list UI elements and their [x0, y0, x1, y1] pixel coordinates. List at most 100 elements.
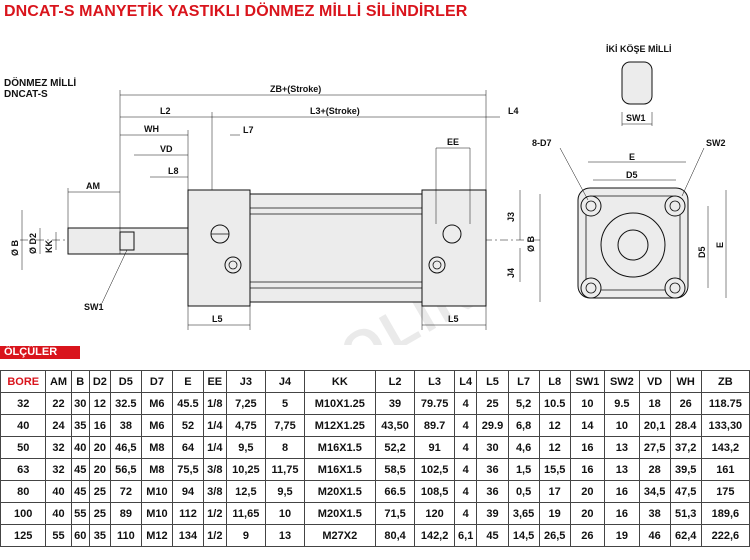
table-cell: 30 [70, 392, 90, 415]
table-cell: 45 [476, 524, 509, 547]
column-header: WH [669, 370, 702, 393]
table-cell: 12 [538, 414, 571, 437]
table-cell: 52 [171, 414, 205, 437]
table-cell: M10 [140, 502, 173, 525]
table-cell: 50 [0, 436, 47, 459]
table-cell: M10 [140, 480, 173, 503]
table-cell: 60 [70, 524, 90, 547]
table-cell: 28 [638, 458, 671, 481]
table-cell: 9.5 [604, 392, 640, 415]
table-cell: 25 [88, 480, 111, 503]
table-cell: 12 [88, 392, 111, 415]
rod-flats [119, 231, 135, 251]
table-cell: 52,2 [374, 436, 416, 459]
barrel-tube [249, 193, 423, 303]
column-header: SW1 [569, 370, 606, 393]
table-cell: 38 [109, 414, 142, 437]
dim-d7: 8-D7 [532, 138, 552, 148]
table-cell: 80,4 [374, 524, 416, 547]
table-cell: 27,5 [638, 436, 671, 459]
table-cell: 24 [45, 414, 72, 437]
table-cell: 45 [70, 458, 90, 481]
table-cell: 63 [0, 458, 47, 481]
table-cell: 4 [453, 502, 478, 525]
table-cell: 56,5 [109, 458, 142, 481]
subtitle-line-1: DÖNMEZ MİLLİ [4, 78, 77, 89]
table-cell: 125 [0, 524, 47, 547]
table-cell: 32 [45, 458, 72, 481]
table-cell: 120 [414, 502, 455, 525]
table-cell: 1/4 [203, 436, 227, 459]
table-cell: 1/4 [203, 414, 227, 437]
column-header: VD [638, 370, 671, 393]
table-cell: 26 [569, 524, 606, 547]
table-cell: 17 [538, 480, 571, 503]
table-cell: 64 [171, 436, 205, 459]
dim-b-right: Ø B [526, 235, 536, 252]
column-header: D2 [88, 370, 111, 393]
table-cell: M8 [140, 458, 173, 481]
table-cell: 16 [604, 480, 640, 503]
dim-l7: L7 [243, 125, 254, 135]
table-cell: 20 [88, 436, 111, 459]
table-cell: 8 [265, 436, 305, 459]
table-cell: 20 [88, 458, 111, 481]
table-cell: 32 [45, 436, 72, 459]
table-cell: 36 [476, 458, 509, 481]
dim-l4: L4 [508, 106, 519, 116]
dim-j3: J3 [506, 212, 516, 222]
table-cell: 5 [265, 392, 305, 415]
table-cell: 26,5 [538, 524, 571, 547]
rod-top-view [621, 61, 653, 105]
table-cell: 32.5 [109, 392, 142, 415]
column-header: L7 [507, 370, 540, 393]
table-cell: M27X2 [303, 524, 376, 547]
table-cell: 20 [569, 480, 606, 503]
table-cell: 46 [638, 524, 671, 547]
table-cell: M16X1.5 [303, 436, 376, 459]
table-cell: M20X1.5 [303, 480, 376, 503]
dim-l5-rear: L5 [448, 314, 459, 324]
table-cell: 40 [0, 414, 47, 437]
dim-vd: VD [160, 144, 173, 154]
table-cell: 91 [414, 436, 455, 459]
table-cell: 89 [109, 502, 142, 525]
table-cell: 4 [453, 480, 478, 503]
table-cell: M6 [140, 392, 173, 415]
rear-port [442, 224, 462, 244]
column-header: E [171, 370, 205, 393]
table-cell: 40 [70, 436, 90, 459]
table-cell: 11,75 [265, 458, 305, 481]
table-cell: 16 [569, 436, 606, 459]
table-cell: M8 [140, 436, 173, 459]
table-cell: 51,3 [669, 502, 702, 525]
table-cell: 9 [225, 524, 267, 547]
dim-e-side: E [715, 242, 725, 248]
table-cell: 9,5 [265, 480, 305, 503]
table-cell: M10X1.25 [303, 392, 376, 415]
table-cell: 13 [604, 458, 640, 481]
column-header: L8 [538, 370, 571, 393]
table-cell: 46,5 [109, 436, 142, 459]
front-cap [187, 189, 251, 307]
table-cell: 13 [265, 524, 305, 547]
table-cell: 1/2 [203, 502, 227, 525]
table-cell: M6 [140, 414, 173, 437]
front-cushion-screw [224, 256, 242, 274]
table-cell: 43,50 [374, 414, 416, 437]
table-cell: 28.4 [669, 414, 702, 437]
table-cell: 20 [569, 502, 606, 525]
table-cell: 13 [604, 436, 640, 459]
dim-zb: ZB+(Stroke) [270, 84, 321, 94]
table-cell: 10 [265, 502, 305, 525]
column-header: D5 [109, 370, 142, 393]
table-cell: 89.7 [414, 414, 455, 437]
dim-ee: EE [447, 137, 459, 147]
dim-l8: L8 [168, 166, 179, 176]
column-header: KK [303, 370, 376, 393]
table-cell: 143,2 [700, 436, 750, 459]
